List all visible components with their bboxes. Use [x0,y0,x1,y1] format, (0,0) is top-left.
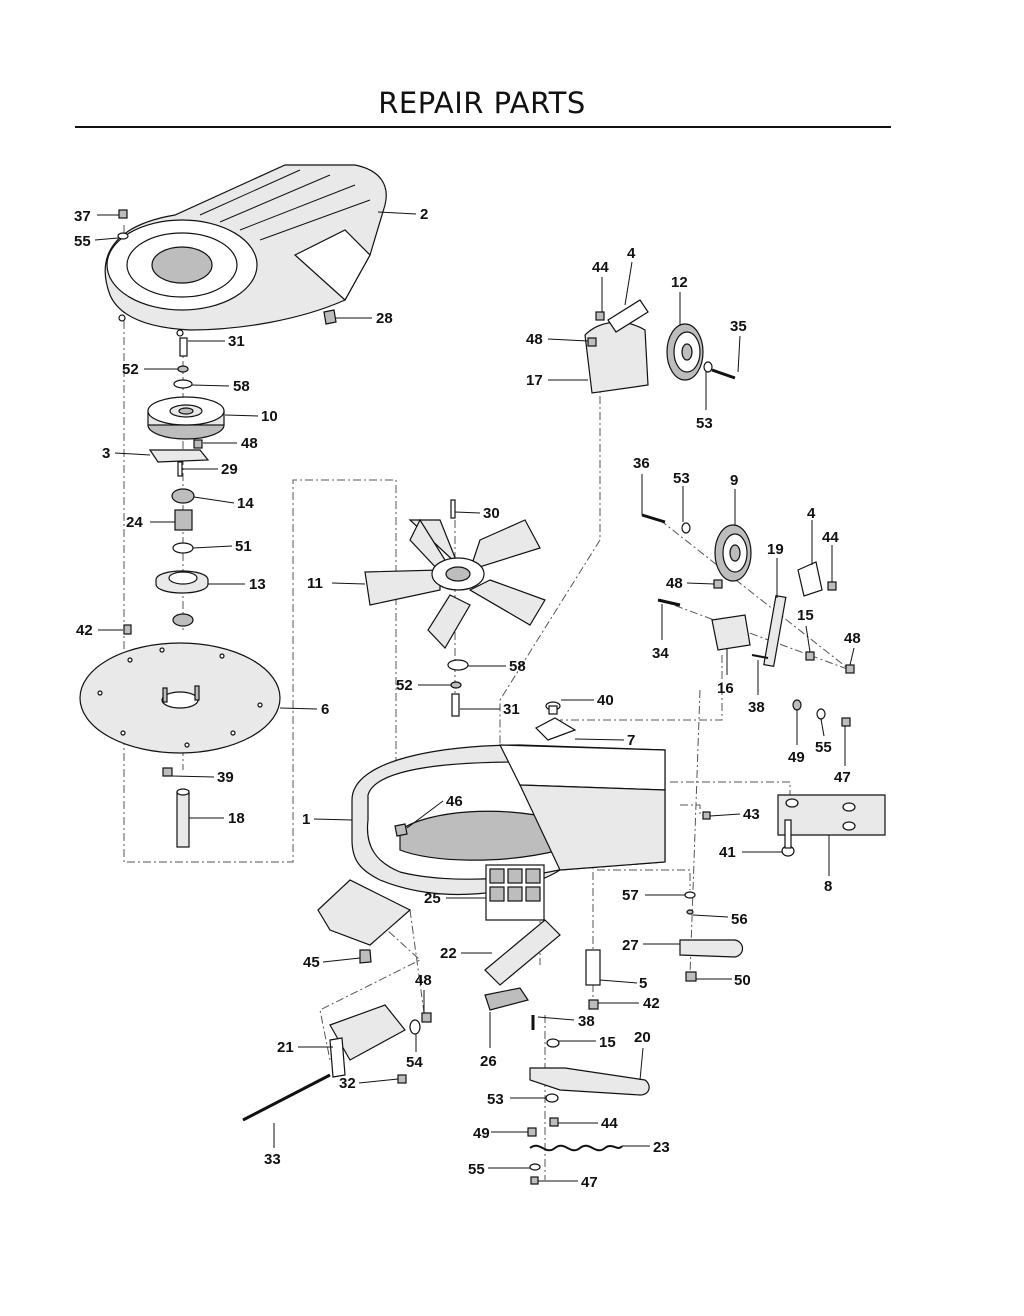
callout-23: 23 [653,1139,670,1156]
lower-lever-assembly [527,1015,650,1185]
callout-24: 24 [126,514,143,531]
callout-38: 38 [578,1013,595,1030]
callout-7: 7 [627,732,635,749]
mounting-plate [79,624,281,754]
callout-47: 47 [834,769,851,786]
callout-46: 46 [446,793,463,810]
callout-52: 52 [122,361,139,378]
callout-6: 6 [321,701,329,718]
callout-30: 30 [483,505,500,522]
callout-3: 3 [102,445,110,462]
callout-48: 48 [241,435,258,452]
warning-decal [485,864,545,921]
idler-bracket-upper [584,299,736,394]
callout-19: 19 [767,541,784,558]
idler-bracket-right [641,513,855,727]
chute-plate [702,794,886,857]
callout-43: 43 [743,806,760,823]
callout-11: 11 [307,575,323,592]
callout-48: 48 [526,331,543,348]
callout-55: 55 [468,1161,485,1178]
callout-29: 29 [221,461,238,478]
callout-18: 18 [228,810,245,827]
callout-53: 53 [696,415,713,432]
callout-45: 45 [303,954,320,971]
callout-34: 34 [652,645,669,662]
callout-22: 22 [440,945,457,962]
callout-40: 40 [597,692,614,709]
fastener-group-top-left [117,209,337,389]
callout-4: 4 [807,505,816,522]
callout-53: 53 [487,1091,504,1108]
callout-4: 4 [627,245,636,262]
callout-15: 15 [797,607,814,624]
callout-51: 51 [235,538,252,555]
callout-9: 9 [730,472,738,489]
callout-49: 49 [473,1125,490,1142]
callout-16: 16 [717,680,734,697]
callout-42: 42 [643,995,660,1012]
blower-housing [317,701,666,964]
callout-20: 20 [634,1029,651,1046]
page-title: REPAIR PARTS [378,86,586,120]
callout-54: 54 [406,1054,423,1071]
callout-36: 36 [633,455,650,472]
callout-1: 1 [302,811,310,828]
callout-labels: 37 55 2 28 31 52 58 10 3 48 29 14 24 51 … [74,206,861,1191]
callout-35: 35 [730,318,747,335]
callout-10: 10 [261,408,278,425]
callout-5: 5 [639,975,647,992]
callout-26: 26 [480,1053,497,1070]
deflector-parts [484,919,561,1011]
callout-25: 25 [424,890,441,907]
callout-47: 47 [581,1174,598,1191]
callout-58: 58 [233,378,250,395]
lever-parts [585,891,744,1010]
callout-55: 55 [815,739,832,756]
callout-28: 28 [376,310,393,327]
callout-21: 21 [277,1039,294,1056]
callout-14: 14 [237,495,254,512]
callout-27: 27 [622,937,639,954]
shaft-assembly [162,767,190,848]
callout-32: 32 [339,1075,356,1092]
callout-33: 33 [264,1151,281,1168]
callout-53: 53 [673,470,690,487]
callout-42: 42 [76,622,93,639]
callout-39: 39 [217,769,234,786]
leader-lines [94,211,855,1182]
callout-52: 52 [396,677,413,694]
callout-50: 50 [734,972,751,989]
callout-8: 8 [824,878,832,895]
callout-44: 44 [592,259,609,276]
callout-48: 48 [666,575,683,592]
callout-17: 17 [526,372,543,389]
callout-12: 12 [671,274,688,291]
callout-58: 58 [509,658,526,675]
callout-37: 37 [74,208,91,225]
callout-44: 44 [822,529,839,546]
blower-cover [104,164,387,337]
callout-13: 13 [249,576,266,593]
callout-41: 41 [719,844,736,861]
callout-55: 55 [74,233,91,250]
callout-48: 48 [844,630,861,647]
callout-15: 15 [599,1034,616,1051]
callout-31: 31 [228,333,245,350]
pulley-hub-stack [148,439,210,627]
callout-49: 49 [788,749,805,766]
callout-2: 2 [420,206,428,223]
callout-56: 56 [731,911,748,928]
callout-38: 38 [748,699,765,716]
drive-pulley [147,396,225,440]
pivot-bracket-assembly [242,1004,432,1122]
impeller [364,499,546,717]
callout-31: 31 [503,701,520,718]
callout-57: 57 [622,887,639,904]
title-rule [75,126,891,128]
callout-44: 44 [601,1115,618,1132]
callout-48: 48 [415,972,432,989]
